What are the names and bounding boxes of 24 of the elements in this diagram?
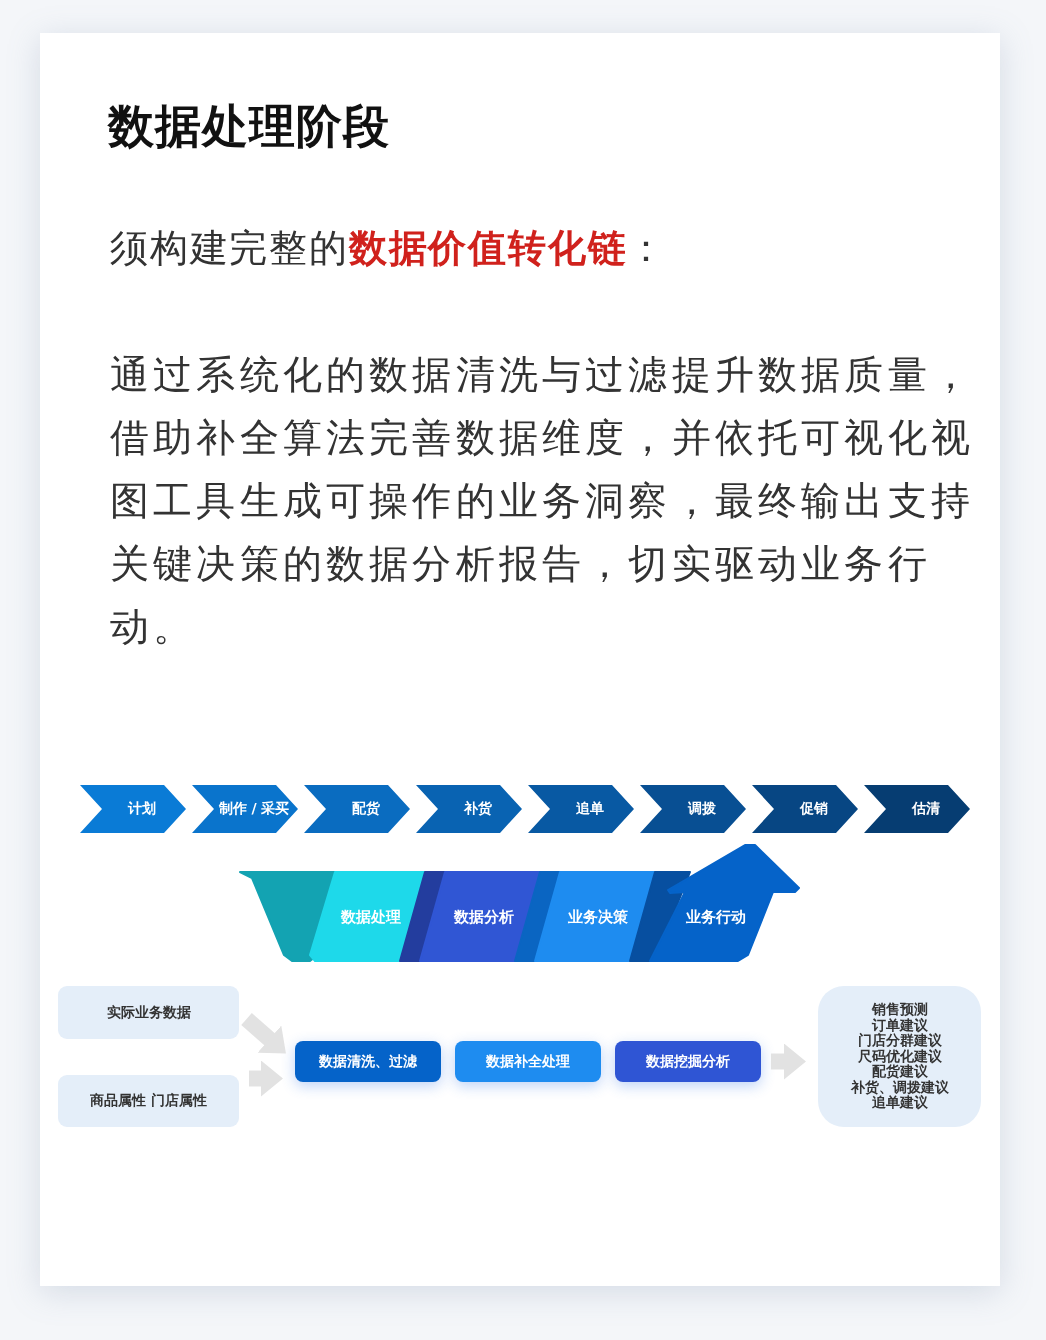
body-paragraph: 通过系统化的数据清洗与过滤提升数据质量，借助补全算法完善数据维度，并依托可视化视图工具生成可操作的业务洞察，最终输出支持关键决策的数据分析报告，切实驱动业务行动。 (110, 351, 975, 651)
chevron-step: 制作 / 采买 (192, 785, 298, 833)
chevron-step: 补货 (416, 785, 522, 833)
chevron-step: 配货 (304, 785, 410, 833)
block-arrow (771, 1043, 806, 1080)
result-box: 销售预测 订单建议 门店分群建议 尺码优化建议 配货建议 补货、调拨建议 追单建议 (818, 986, 981, 1127)
process-box: 数据补全处理 (455, 1041, 601, 1082)
chevron-step: 促销 (752, 785, 858, 833)
chevron-step: 计划 (80, 785, 186, 833)
ribbon-label: 业务决策 (563, 905, 633, 929)
block-arrow (241, 1013, 286, 1054)
process-box: 数据挖掘分析 (615, 1041, 761, 1082)
block-arrow (249, 1060, 283, 1097)
ribbon-label: 数据分析 (449, 905, 519, 929)
process-box: 数据清洗、过滤 (295, 1041, 441, 1082)
ribbon-label: 业务行动 (681, 905, 751, 929)
chevron-step: 追单 (528, 785, 634, 833)
data-source-box: 实际业务数据 (58, 986, 239, 1039)
chevron-step: 调拨 (640, 785, 746, 833)
intro-text: 须构建完整的数据价值转化链： (110, 225, 669, 272)
ribbon-label: 数据处理 (336, 905, 406, 929)
chevron-step: 估清 (864, 785, 970, 833)
data-source-box: 商品属性 门店属性 (58, 1075, 239, 1127)
page-title: 数据处理阶段 (108, 98, 390, 155)
